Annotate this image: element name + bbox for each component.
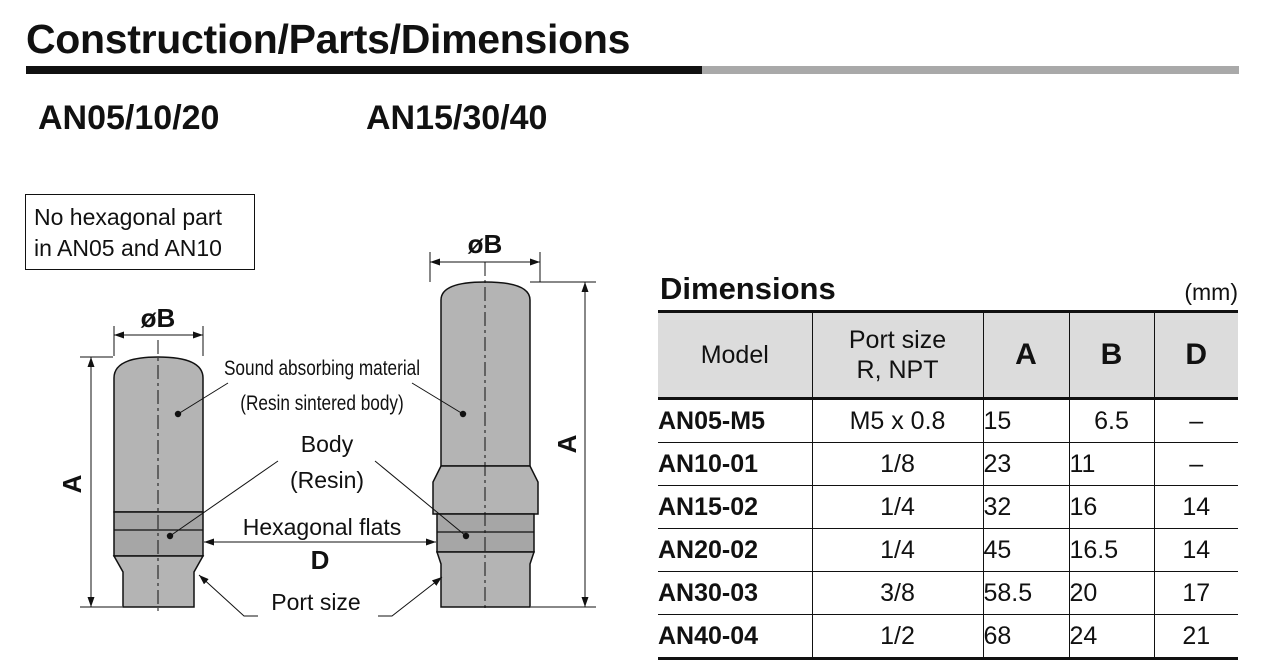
leader-body: Body (Resin) (166, 431, 470, 540)
dia-b-right-label: øB (468, 229, 503, 259)
table-row: AN20-02 1/4 45 16.5 14 (658, 528, 1238, 572)
page-title: Construction/Parts/Dimensions (26, 16, 631, 62)
cell-model: AN05-M5 (658, 398, 812, 443)
dimension-d: Hexagonal flats D (204, 514, 436, 575)
title-rule-gray (702, 66, 1239, 74)
cell-d: 14 (1153, 528, 1238, 572)
silencer-an05-10-20 (112, 340, 205, 612)
right-silencer-thread (435, 551, 536, 608)
leader-sound-absorbing: Sound absorbing material (Resin sintered… (174, 358, 467, 418)
cell-a: 68 (982, 614, 1069, 660)
cell-model: AN30-03 (658, 571, 812, 615)
cell-model: AN10-01 (658, 442, 812, 486)
dimensions-table: Model Port size R, NPT A B D AN05-M5 M5 … (658, 310, 1238, 660)
dimensions-heading: Dimensions (660, 271, 836, 306)
cell-d: – (1153, 442, 1238, 486)
port-size-label: Port size (271, 589, 360, 615)
cell-d: 21 (1153, 614, 1238, 660)
d-label: D (311, 545, 330, 575)
header-b: B (1068, 310, 1154, 400)
table-row: AN15-02 1/4 32 16 14 (658, 485, 1238, 529)
table-header-row: Model Port size R, NPT A B D (658, 310, 1238, 400)
table-row: AN10-01 1/8 23 11 – (658, 442, 1238, 486)
dia-b-left-label: øB (141, 303, 176, 333)
note-line-2: in AN05 and AN10 (34, 235, 222, 261)
hex-flats-label: Hexagonal flats (243, 514, 402, 540)
sound-absorbing-label-line2: (Resin sintered body) (240, 393, 404, 416)
cell-model: AN40-04 (658, 614, 812, 660)
title-rule-black (26, 66, 702, 74)
silencer-an15-30-40 (432, 262, 539, 612)
cell-b: 24 (1068, 614, 1154, 660)
cell-port: M5 x 0.8 (811, 398, 983, 443)
cell-port: 1/2 (811, 614, 983, 660)
cell-b: 6.5 (1068, 398, 1154, 443)
cell-b: 11 (1068, 442, 1154, 486)
note-line-1: No hexagonal part (34, 204, 222, 230)
header-port-line2: R, NPT (856, 356, 939, 384)
dimensions-unit: (mm) (1184, 279, 1238, 305)
a-right-label: A (552, 434, 582, 453)
cell-a: 58.5 (982, 571, 1069, 615)
leader-port-size: Port size (198, 574, 443, 617)
cell-a: 15 (982, 398, 1069, 443)
table-row: AN05-M5 M5 x 0.8 15 6.5 – (658, 398, 1238, 443)
cell-a: 23 (982, 442, 1069, 486)
dimension-b-left: øB (113, 303, 204, 356)
header-model: Model (658, 310, 812, 400)
subtitle-an15-30-40: AN15/30/40 (366, 99, 548, 137)
cell-port: 3/8 (811, 571, 983, 615)
cell-port: 1/8 (811, 442, 983, 486)
left-silencer-thread (112, 555, 205, 608)
dimension-a-left: A (57, 356, 122, 608)
cell-port: 1/4 (811, 528, 983, 572)
subtitle-an05-10-20: AN05/10/20 (38, 99, 220, 137)
table-row: AN40-04 1/2 68 24 21 (658, 614, 1238, 660)
table-row: AN30-03 3/8 58.5 20 17 (658, 571, 1238, 615)
body-label-line1: Body (301, 431, 354, 457)
dimension-b-right: øB (429, 229, 541, 282)
dimension-a-right: A (530, 281, 596, 608)
cell-d: 17 (1153, 571, 1238, 615)
cell-model: AN20-02 (658, 528, 812, 572)
cell-model: AN15-02 (658, 485, 812, 529)
cell-b: 20 (1068, 571, 1154, 615)
a-left-label: A (57, 474, 87, 493)
sound-absorbing-label-line1: Sound absorbing material (224, 358, 420, 381)
header-port-size: Port size R, NPT (811, 310, 983, 400)
header-d: D (1153, 310, 1238, 400)
note-box: No hexagonal part in AN05 and AN10 (25, 194, 255, 270)
cell-d: – (1153, 398, 1238, 443)
header-a: A (982, 310, 1069, 400)
cell-a: 45 (982, 528, 1069, 572)
body-label-line2: (Resin) (290, 467, 364, 493)
cell-b: 16 (1068, 485, 1154, 529)
cell-port: 1/4 (811, 485, 983, 529)
cell-a: 32 (982, 485, 1069, 529)
cell-b: 16.5 (1068, 528, 1154, 572)
header-port-line1: Port size (848, 326, 947, 354)
cell-d: 14 (1153, 485, 1238, 529)
